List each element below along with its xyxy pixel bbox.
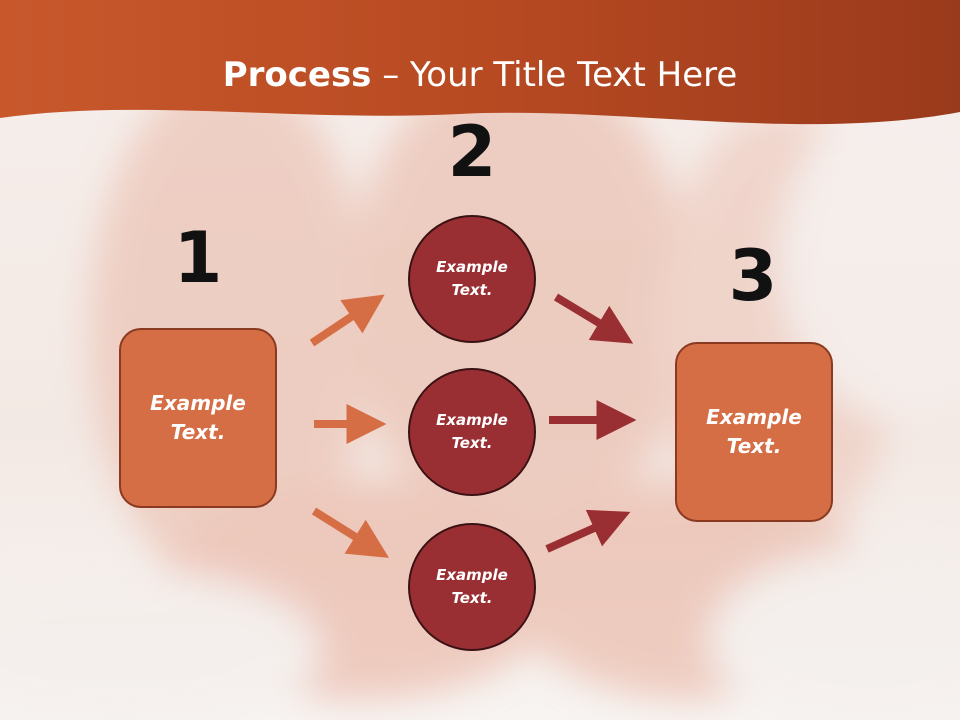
circle-middle-text: Example Text.	[436, 411, 508, 452]
step-3-box: Example Text.	[675, 342, 833, 522]
step-number-2: 2	[447, 111, 497, 193]
step-3-text: Example Text.	[706, 405, 802, 458]
arrow-top-to-3	[553, 293, 634, 344]
step-2-circle-top: Example Text.	[408, 215, 536, 343]
step-number-1: 1	[173, 217, 223, 299]
step-number-3: 3	[728, 235, 778, 317]
step-1-box: Example Text.	[119, 328, 277, 508]
circle-bottom-text: Example Text.	[436, 566, 508, 607]
circle-top-text: Example Text.	[436, 258, 508, 299]
slide-title: Process – Your Title Text Here	[0, 52, 960, 98]
title-rest: – Your Title Text Here	[371, 55, 738, 95]
step-2-circle-middle: Example Text.	[408, 368, 536, 496]
title-bold: Process	[222, 55, 372, 95]
arrow-1-to-bottom	[311, 507, 389, 558]
step-1-text: Example Text.	[150, 391, 246, 444]
arrow-1-to-top	[309, 294, 385, 347]
title-banner	[0, 0, 960, 125]
arrow-bottom-to-3	[545, 509, 631, 553]
step-2-circle-bottom: Example Text.	[408, 523, 536, 651]
